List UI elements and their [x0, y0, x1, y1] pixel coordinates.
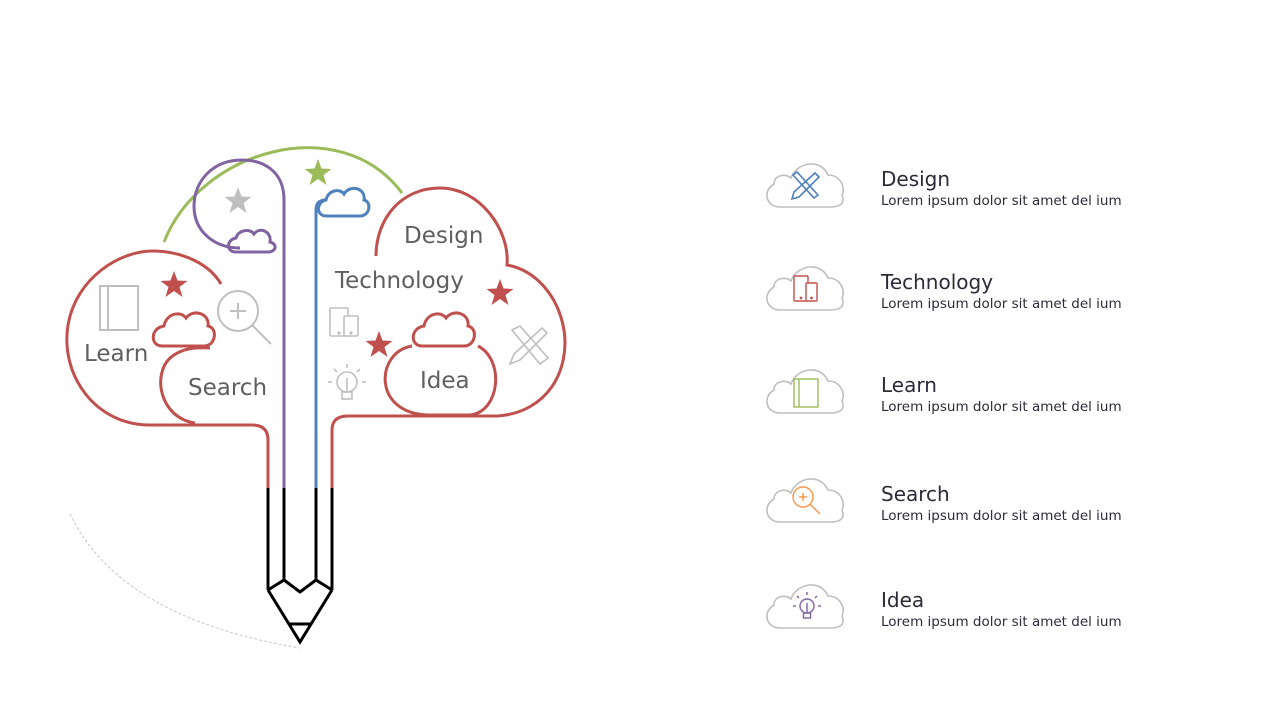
cloud-icon: [766, 163, 844, 208]
learn-small-cloud: [151, 311, 216, 348]
item-description: Lorem ipsum dolor sit amet del ium: [881, 614, 1122, 630]
item-description: Lorem ipsum dolor sit amet del ium: [881, 193, 1122, 209]
purple-loop: [192, 158, 286, 488]
list-item-idea: Idea Lorem ipsum dolor sit amet del ium: [760, 578, 1180, 648]
list-item-design: Design Lorem ipsum dolor sit amet del iu…: [760, 157, 1180, 227]
dashed-arc: [69, 513, 301, 649]
label-design: Design: [404, 223, 483, 249]
pencil-ruler-icon: [508, 325, 550, 366]
cloud-icon: [766, 266, 844, 311]
item-description: Lorem ipsum dolor sit amet del ium: [881, 296, 1122, 312]
label-search: Search: [188, 375, 267, 401]
idea-small-cloud: [411, 311, 476, 348]
cloud-icon: [766, 584, 844, 629]
label-idea: Idea: [420, 368, 470, 394]
main-cloud-outline: [65, 249, 270, 488]
list-item-learn: Learn Lorem ipsum dolor sit amet del ium: [760, 363, 1180, 433]
star-icon: [486, 279, 514, 305]
book-icon: [793, 378, 819, 408]
green-arc: [162, 146, 404, 243]
list-item-technology: Technology Lorem ipsum dolor sit amet de…: [760, 260, 1180, 330]
item-description: Lorem ipsum dolor sit amet del ium: [881, 508, 1122, 524]
idea-cloud-outline: [383, 344, 498, 417]
pencil-cloud-diagram: Learn Search Design Technology Idea: [65, 146, 567, 649]
star-icon: [365, 331, 393, 357]
right-cloud-outline: [330, 186, 567, 488]
item-description: Lorem ipsum dolor sit amet del ium: [881, 399, 1122, 415]
cloud-icon: [766, 369, 844, 414]
item-title: Idea: [881, 588, 925, 612]
search-bump-outline: [159, 346, 211, 425]
list-item-search: Search Lorem ipsum dolor sit amet del iu…: [760, 472, 1180, 542]
tablet-phone-icon: [793, 275, 818, 302]
star-icon: [224, 187, 252, 213]
pencil-ruler-icon: [790, 170, 821, 201]
blue-line: [314, 198, 327, 488]
item-title: Design: [881, 167, 951, 191]
label-learn: Learn: [84, 341, 148, 367]
item-title: Technology: [881, 270, 994, 294]
label-technology: Technology: [334, 268, 464, 294]
lightbulb-icon: [793, 592, 821, 619]
item-title: Search: [881, 482, 950, 506]
magnifier-icon: [792, 486, 821, 515]
blue-small-cloud: [317, 186, 371, 218]
cloud-icon: [766, 478, 844, 523]
tablet-phone-icon: [329, 307, 359, 337]
purple-small-cloud: [227, 228, 277, 254]
item-title: Learn: [881, 373, 937, 397]
book-icon: [99, 285, 139, 331]
magnifier-icon: [217, 290, 272, 345]
lightbulb-icon: [328, 364, 366, 400]
pencil-body: [266, 488, 334, 645]
star-icon: [304, 159, 332, 185]
star-icon: [160, 271, 188, 297]
